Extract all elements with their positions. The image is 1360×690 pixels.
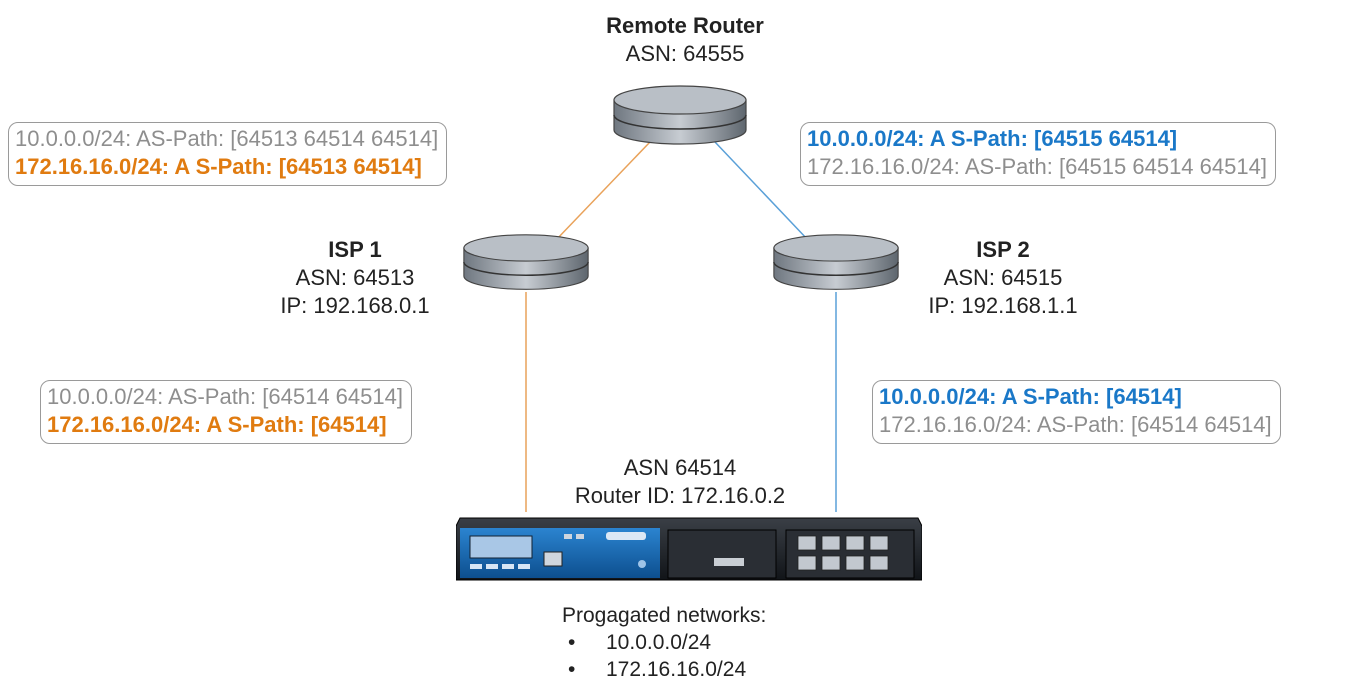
list-item: 172.16.16.0/24 [562, 656, 766, 683]
router-icon [773, 234, 899, 290]
remote-router-name: Remote Router [606, 13, 764, 38]
propagated-networks: Progagated networks: 10.0.0.0/24 172.16.… [562, 602, 766, 683]
isp2-asn: ASN: 64515 [943, 265, 1063, 290]
as-path-box-isp2: 10.0.0.0/24: A S-Path: [64514] 172.16.16… [872, 380, 1281, 444]
as-path-line: 172.16.16.0/24: AS-Path: [64514 64514] [879, 412, 1272, 437]
as-path-line-best: 10.0.0.0/24: A S-Path: [64515 64514] [807, 126, 1178, 151]
list-item: 10.0.0.0/24 [562, 629, 766, 656]
router-icon [613, 85, 747, 145]
as-path-line-best: 172.16.16.0/24: A S-Path: [64513 64514] [15, 154, 422, 179]
as-path-line: 10.0.0.0/24: AS-Path: [64513 64514 64514… [15, 126, 439, 151]
as-path-line-best: 10.0.0.0/24: A S-Path: [64514] [879, 384, 1182, 409]
as-path-box-isp1: 10.0.0.0/24: AS-Path: [64514 64514] 172.… [40, 380, 412, 444]
firewall-appliance-icon [456, 517, 922, 581]
link-remote-isp2 [714, 141, 809, 241]
propagated-networks-title: Progagated networks: [562, 604, 767, 627]
as-path-line-best: 172.16.16.0/24: A S-Path: [64514] [47, 412, 387, 437]
link-remote-isp1 [555, 141, 651, 241]
isp2-name: ISP 2 [976, 237, 1030, 262]
remote-router-asn: ASN: 64555 [625, 41, 745, 66]
as-path-line: 172.16.16.0/24: AS-Path: [64515 64514 64… [807, 154, 1267, 179]
isp1-name: ISP 1 [328, 237, 382, 262]
as-path-box-remote-isp2: 10.0.0.0/24: A S-Path: [64515 64514] 172… [800, 122, 1276, 186]
propagated-networks-list: 10.0.0.0/24 172.16.16.0/24 [562, 629, 766, 683]
local-router-asn: ASN 64514 [623, 455, 737, 480]
isp2-ip: IP: 192.168.1.1 [928, 293, 1078, 318]
isp1-label: ISP 1 ASN: 64513 IP: 192.168.0.1 [250, 236, 460, 320]
local-router-label: ASN 64514 Router ID: 172.16.0.2 [520, 454, 840, 510]
local-router-id: Router ID: 172.16.0.2 [574, 483, 786, 508]
as-path-box-remote-isp1: 10.0.0.0/24: AS-Path: [64513 64514 64514… [8, 122, 448, 186]
isp1-ip: IP: 192.168.0.1 [280, 293, 430, 318]
isp2-label: ISP 2 ASN: 64515 IP: 192.168.1.1 [898, 236, 1108, 320]
router-icon [463, 234, 589, 290]
remote-router-label: Remote Router ASN: 64555 [540, 12, 830, 68]
isp1-asn: ASN: 64513 [295, 265, 415, 290]
as-path-line: 10.0.0.0/24: AS-Path: [64514 64514] [47, 384, 403, 409]
